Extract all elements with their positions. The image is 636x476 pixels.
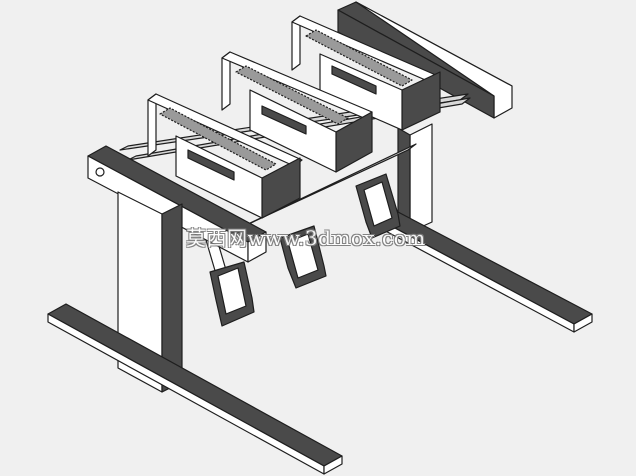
left-stand-foot-side [47,313,325,475]
right-stand-leg [409,123,433,233]
left-stand-foot [47,303,343,467]
unit-1-pedal-face [217,267,247,315]
unit-2-pedal-face [287,233,319,279]
unit-1-frame-top [147,93,303,167]
right-stand-top-beam-front [337,9,495,119]
left-stand-top-beam-end [247,231,267,263]
left-stand-foot-end [323,455,343,475]
unit-3-pedal-face [363,181,393,227]
right-stand-top-beam-side [355,1,513,119]
left-stand-bolt-hole [95,167,105,177]
pedal-unit-3 [291,15,441,239]
unit-1-label-slot [187,149,235,181]
unit-2-spring [235,65,349,125]
right-stand [337,1,593,333]
watermark-text: 莫西网www.3dmox.com [186,226,426,250]
unit-3-spring [305,29,413,87]
pedal-unit-2 [221,51,373,289]
unit-3-label-slot [331,65,377,95]
right-stand-foot-end [573,313,593,333]
left-stand [47,145,343,475]
pedal-unit-1 [147,93,303,327]
unit-2-label-slot [261,105,307,135]
unit-1-spring [159,107,277,171]
